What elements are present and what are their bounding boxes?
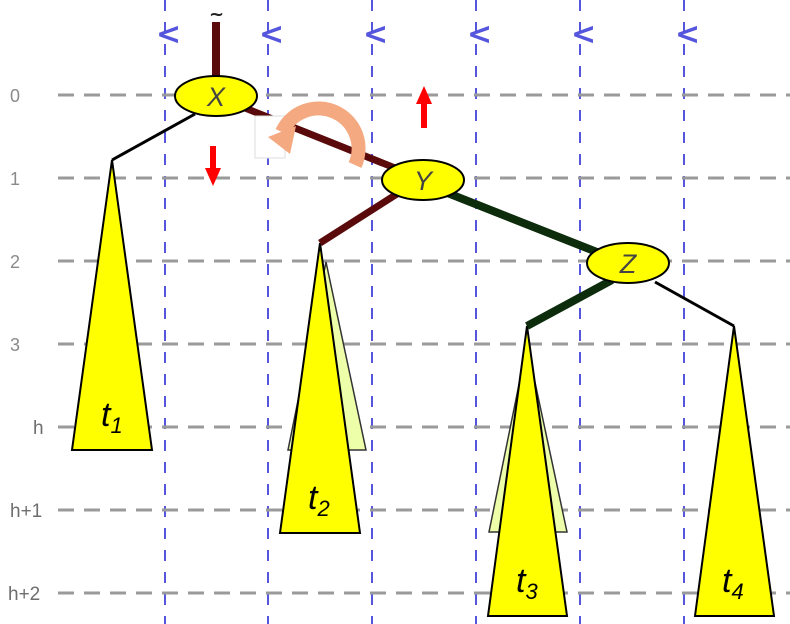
subtree-t2-label: t2 [308, 479, 330, 521]
level-label-1: 1 [10, 169, 20, 189]
top-mark: ~ [209, 4, 224, 25]
subtree-t3 [486, 325, 569, 617]
node-x-label: X [206, 82, 226, 112]
red-up-arrow-icon [416, 86, 432, 128]
balance-marks: < < < < < < [156, 17, 700, 52]
subtree-t2 [278, 242, 362, 534]
balance-mark: < [571, 17, 596, 52]
balance-mark: < [363, 17, 388, 52]
subtree-t1 [70, 159, 154, 451]
rotate-left-arrow-icon [254, 101, 366, 168]
level-label-h2: h+2 [8, 584, 40, 605]
edge-z-t4 [654, 280, 735, 328]
edge-x-t1 [111, 112, 196, 162]
node-z [586, 242, 670, 284]
subtree-t4-label: t4 [722, 562, 744, 604]
level-label-h: h [33, 418, 44, 439]
edge-y-t2 [318, 189, 402, 246]
node-y [381, 159, 465, 201]
level-label-3: 3 [10, 335, 20, 355]
subtree-t3-label: t3 [516, 562, 538, 604]
node-y-label: Y [414, 166, 434, 196]
edge-z-t3 [525, 276, 614, 330]
balance-mark: < [675, 17, 700, 52]
level-label-0: 0 [10, 86, 20, 106]
balance-mark: < [259, 17, 284, 52]
node-z-label: Z [619, 249, 638, 279]
balance-mark: < [467, 17, 492, 52]
level-label-h1: h+1 [10, 501, 42, 522]
vertical-grid [164, 0, 685, 624]
edge-y-z [443, 188, 614, 262]
red-down-arrow-icon [205, 146, 221, 186]
balance-mark: < [156, 17, 181, 52]
level-labels: 0 1 2 3 h h+1 h+2 [8, 86, 44, 605]
subtree-t1-label: t1 [101, 396, 123, 438]
node-x [174, 75, 258, 117]
subtree-t4 [693, 325, 776, 617]
level-label-2: 2 [10, 252, 20, 272]
